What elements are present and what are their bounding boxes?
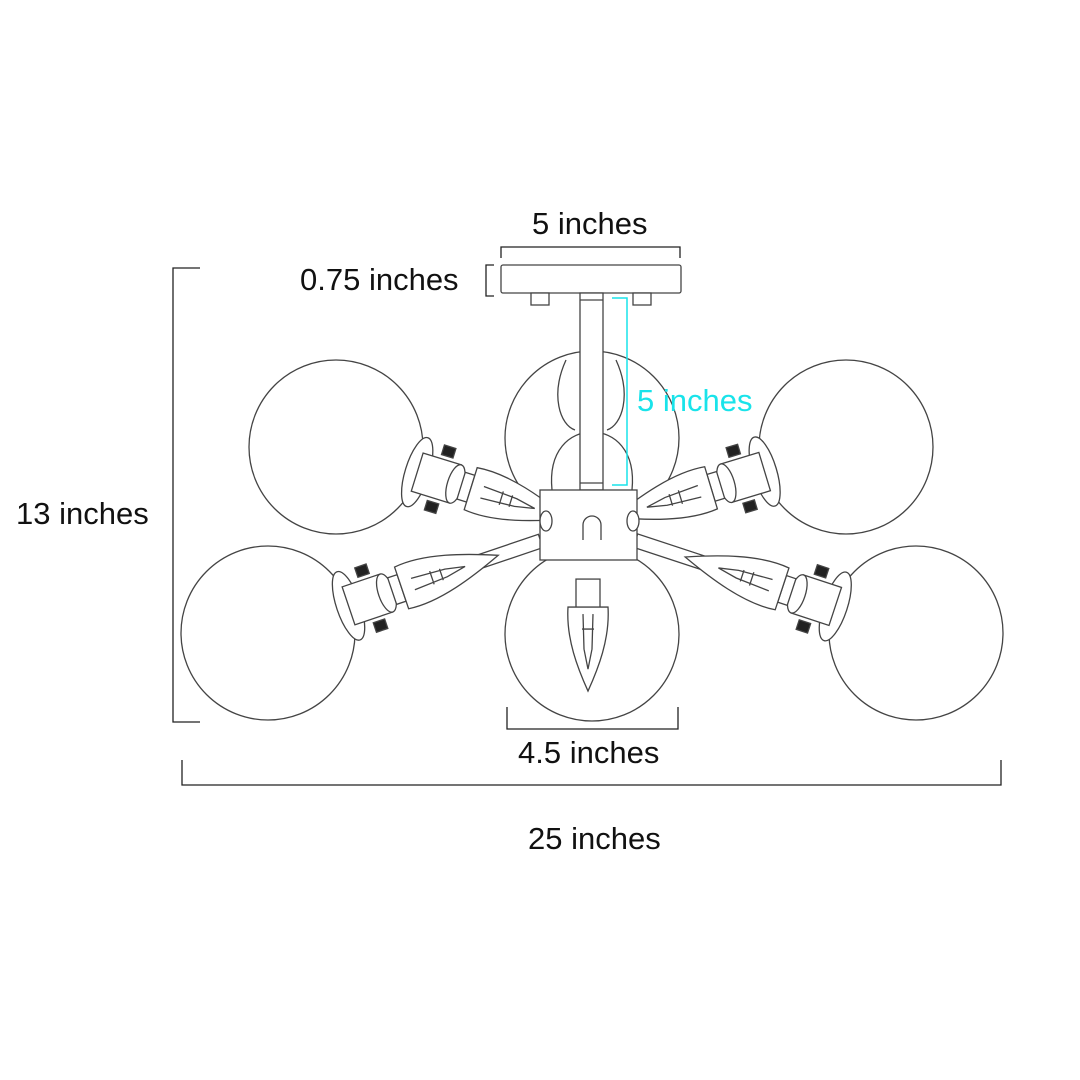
light-top-right xyxy=(611,436,781,520)
stem-length-bracket xyxy=(612,297,628,486)
candle-bulb xyxy=(683,555,790,611)
canopy-width-bracket xyxy=(500,246,681,258)
light-bottom-right xyxy=(632,533,852,642)
light-bottom-left xyxy=(331,533,544,641)
set-screw xyxy=(353,563,371,579)
canopy-height-label: 0.75 inches xyxy=(300,262,459,297)
set-screw xyxy=(372,618,389,634)
canopy-tab-right xyxy=(632,292,652,306)
globe-diameter-bracket xyxy=(506,707,679,730)
dimension-lines xyxy=(172,246,1002,786)
set-screw xyxy=(725,443,742,459)
globe-bottom-right xyxy=(828,545,1004,721)
canopy-tab-left xyxy=(530,292,550,306)
set-screw xyxy=(423,499,440,515)
total-height-label: 13 inches xyxy=(16,496,149,531)
set-screw xyxy=(813,563,830,579)
globe-top-left xyxy=(248,359,424,535)
total-height-bracket xyxy=(172,267,200,723)
canopy-height-bracket xyxy=(485,264,494,297)
stem-length-label: 5 inches xyxy=(637,383,753,418)
chandelier-fixture xyxy=(180,264,1004,722)
globe-top-right xyxy=(758,359,934,535)
canopy xyxy=(500,264,682,294)
set-screw xyxy=(440,444,457,459)
canopy-width-label: 5 inches xyxy=(532,206,648,241)
candle-bulb xyxy=(393,553,500,610)
globe-bottom-left xyxy=(180,545,356,721)
inner-dome xyxy=(557,359,625,431)
total-width-bracket xyxy=(181,760,1002,786)
set-screw xyxy=(795,619,812,634)
stem xyxy=(579,292,604,491)
light-bottom-middle xyxy=(567,578,609,693)
globe-diameter-label: 4.5 inches xyxy=(518,735,660,770)
total-width-label: 25 inches xyxy=(528,821,661,856)
set-screw xyxy=(742,498,759,514)
candle-bulb xyxy=(567,606,609,693)
